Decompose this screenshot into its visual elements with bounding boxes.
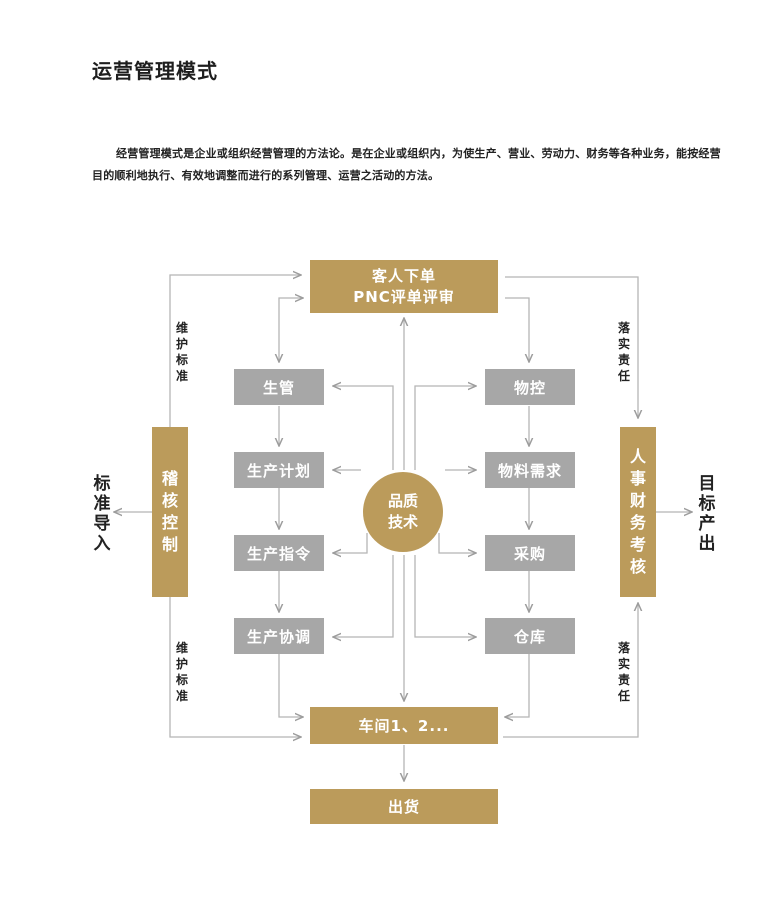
- quality-technology-circle: 品质 技术: [363, 472, 443, 552]
- technology-label: 技术: [387, 513, 418, 531]
- quality-label: 品质: [387, 492, 418, 510]
- pnc-review-label: PNC评单评审: [353, 287, 455, 306]
- maintain-standard-note-upper: 维护标准: [175, 321, 188, 383]
- order-label: 客人下单: [371, 266, 436, 285]
- right-box-warehouse: 仓库: [485, 618, 575, 654]
- left-box-production-control: 生管: [234, 369, 324, 405]
- right-box-material-demand: 物料需求: [485, 452, 575, 488]
- order-review-box: 客人下单 PNC评单评审: [310, 260, 498, 313]
- left-box-production-plan: 生产计划: [234, 452, 324, 488]
- hr-finance-assessment-pillar: 人事财务考核: [620, 427, 656, 597]
- shipping-box: 出货: [310, 789, 498, 824]
- target-output-label: 目标产出: [698, 474, 716, 554]
- workshop-box: 车间1、2...: [310, 707, 498, 744]
- left-box-production-order: 生产指令: [234, 535, 324, 571]
- right-box-purchasing: 采购: [485, 535, 575, 571]
- intro-paragraph: 经营管理模式是企业或组织经营管理的方法论。是在企业或组织内，为使生产、营业、劳动…: [92, 147, 721, 182]
- left-box-production-coordination: 生产协调: [234, 618, 324, 654]
- page-title: 运营管理模式: [92, 59, 218, 83]
- audit-control-pillar: 稽核控制: [152, 427, 188, 597]
- maintain-standard-note-lower: 维护标准: [175, 641, 188, 703]
- standard-import-label: 标准导入: [93, 474, 111, 554]
- right-box-material-control: 物控: [485, 369, 575, 405]
- implement-responsibility-note-lower: 落实责任: [617, 641, 630, 703]
- implement-responsibility-note-upper: 落实责任: [617, 321, 630, 383]
